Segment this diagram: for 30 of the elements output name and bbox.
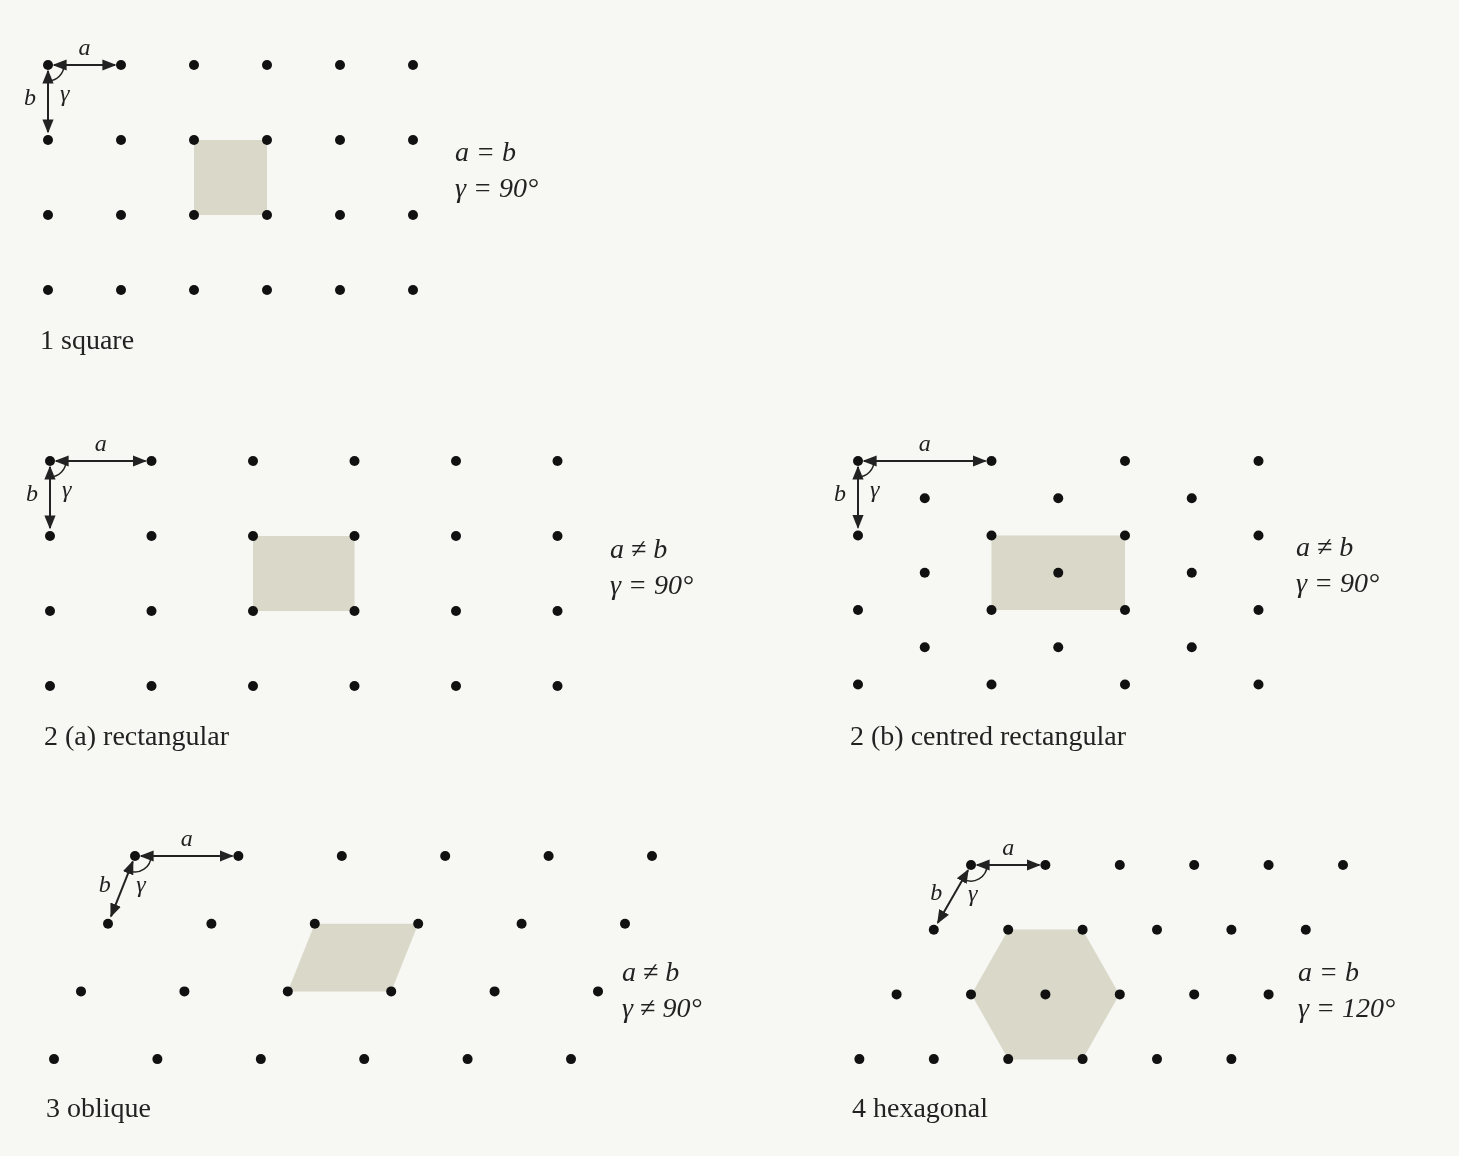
figure-caption: 2 (b) centred rectangular (850, 722, 1126, 750)
relation-text: a ≠ b (1296, 533, 1354, 561)
angle-label: γ (136, 872, 146, 896)
angle-label: γ (62, 477, 72, 501)
lattice-vector-label: a (918, 431, 931, 455)
lattice-vector-label: a (94, 431, 107, 455)
figure-caption: 1 square (40, 326, 135, 354)
lattice-vector-label: a (180, 826, 193, 850)
relation-text: γ ≠ 90° (622, 994, 702, 1022)
lattice-vector-label: b (834, 480, 846, 505)
figure-caption: 2 (a) rectangular (44, 722, 229, 750)
lattice-vector-label: a (1002, 835, 1015, 859)
relation-text: γ = 90° (455, 174, 539, 202)
relation-text: γ = 90° (1296, 569, 1380, 597)
lattice-vector-label: b (24, 84, 36, 109)
lattice-vector-label: b (930, 880, 943, 905)
figure-caption: 4 hexagonal (852, 1094, 989, 1122)
relation-text: a = b (455, 138, 516, 166)
relation-text: a = b (1298, 958, 1359, 986)
relation-text: γ = 120° (1298, 994, 1396, 1022)
figure-caption: 3 oblique (46, 1094, 151, 1122)
angle-label: γ (60, 81, 70, 105)
lattice-vector-label: b (26, 480, 38, 505)
lattice-vector-label: b (98, 872, 111, 897)
lattice-vector-label: a (78, 35, 91, 59)
angle-label: γ (870, 477, 880, 501)
angle-label: γ (968, 881, 978, 905)
relation-text: a ≠ b (622, 958, 680, 986)
relation-text: a ≠ b (610, 535, 668, 563)
relation-text: γ = 90° (610, 571, 694, 599)
